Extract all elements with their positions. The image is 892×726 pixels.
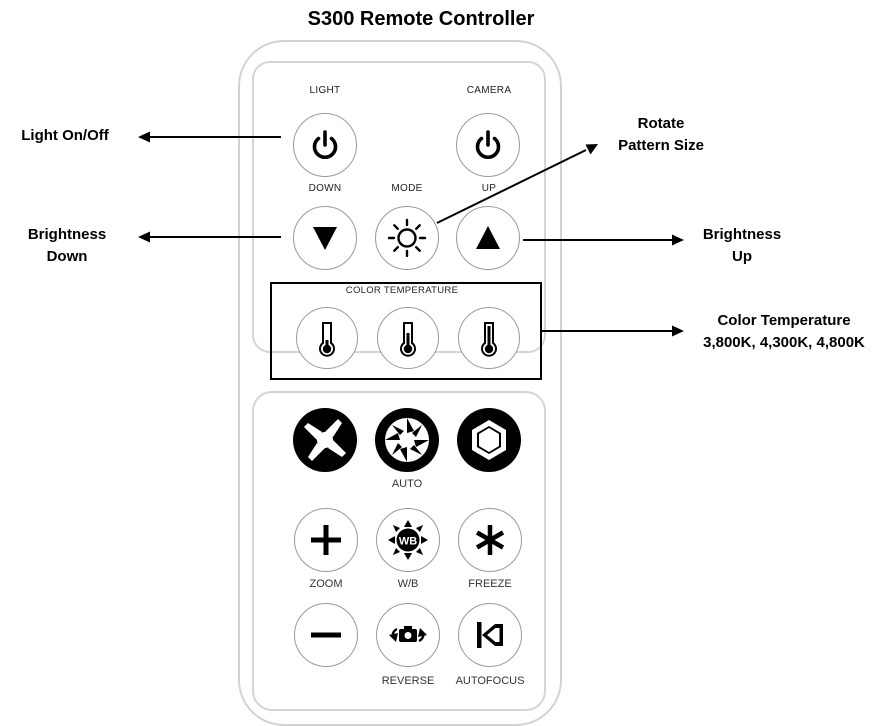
brightness-down-callout: Brightness Down [12, 224, 122, 268]
freeze-button[interactable] [458, 508, 522, 572]
iris-small-button[interactable] [292, 407, 358, 473]
minus-icon [309, 630, 343, 640]
camera-power-button[interactable] [456, 113, 520, 177]
asterisk-icon [472, 522, 508, 558]
rotate-arrowhead [585, 144, 598, 155]
brightness-up-callout-line2: Up [732, 248, 752, 265]
brightness-up-callout: Brightness Up [687, 224, 797, 268]
reverse-label: REVERSE [381, 675, 435, 687]
power-icon [308, 128, 342, 162]
color-temp-arrowhead [672, 325, 684, 337]
zoom-out-button[interactable] [294, 603, 358, 667]
brightness-down-button[interactable] [293, 206, 357, 270]
white-balance-icon: WB [385, 517, 431, 563]
iris-auto-button[interactable] [374, 407, 440, 473]
color-temperature-highlight-box [270, 282, 542, 380]
color-temp-4300-button[interactable] [377, 307, 439, 369]
down-label: DOWN [308, 183, 342, 194]
brightness-down-callout-line1: Brightness [27, 226, 107, 243]
auto-label: AUTO [391, 478, 423, 490]
brightness-down-arrowhead [138, 231, 150, 243]
zoom-label: ZOOM [309, 578, 343, 590]
power-icon [471, 128, 505, 162]
brightness-up-arrowhead [672, 234, 684, 246]
color-temp-3800-button[interactable] [296, 307, 358, 369]
rotate-callout: Rotate Pattern Size [596, 113, 726, 157]
light-arrowhead [138, 131, 150, 143]
color-temperature-callout: Color Temperature 3,800K, 4,300K, 4,800K [680, 310, 888, 354]
sun-icon [385, 216, 429, 260]
light-label: LIGHT [309, 85, 341, 96]
white-balance-button[interactable]: WB [376, 508, 440, 572]
plus-icon [309, 523, 343, 557]
zoom-in-button[interactable] [294, 508, 358, 572]
focus-icon [473, 619, 507, 651]
diagram-title: S300 Remote Controller [307, 8, 535, 30]
aperture-icon [456, 407, 522, 473]
thermometer-icon [479, 318, 499, 358]
color-temperature-label: COLOR TEMPERATURE [345, 285, 459, 296]
brightness-down-callout-line2: Down [46, 248, 88, 265]
light-power-button[interactable] [293, 113, 357, 177]
rotate-callout-line1: Rotate [637, 115, 685, 132]
iris-large-button[interactable] [456, 407, 522, 473]
triangle-up-icon [473, 224, 503, 252]
freeze-label: FREEZE [468, 578, 512, 590]
mode-label: MODE [391, 183, 423, 194]
reverse-button[interactable] [376, 603, 440, 667]
aperture-icon [374, 407, 440, 473]
color-temp-4800-button[interactable] [458, 307, 520, 369]
wb-label: W/B [397, 578, 419, 590]
bottom-panel [252, 391, 546, 711]
mode-button[interactable] [375, 206, 439, 270]
up-label: UP [481, 183, 497, 194]
triangle-down-icon [310, 224, 340, 252]
brightness-up-button[interactable] [456, 206, 520, 270]
rotate-callout-line2: Pattern Size [618, 137, 704, 154]
autofocus-button[interactable] [458, 603, 522, 667]
thermometer-icon [398, 318, 418, 358]
aperture-icon [292, 407, 358, 473]
autofocus-label: AUTOFOCUS [455, 675, 525, 687]
rotate-arrow-line [436, 149, 587, 224]
thermometer-icon [317, 318, 337, 358]
brightness-up-callout-line1: Brightness [702, 226, 782, 243]
color-temp-callout-line1: Color Temperature [717, 312, 851, 329]
color-temp-callout-line2: 3,800K, 4,300K, 4,800K [703, 334, 865, 351]
camera-label: CAMERA [466, 85, 512, 96]
camera-rotate-icon [386, 620, 430, 650]
wb-badge-text: WB [399, 536, 417, 548]
light-on-off-callout: Light On/Off [21, 127, 109, 144]
